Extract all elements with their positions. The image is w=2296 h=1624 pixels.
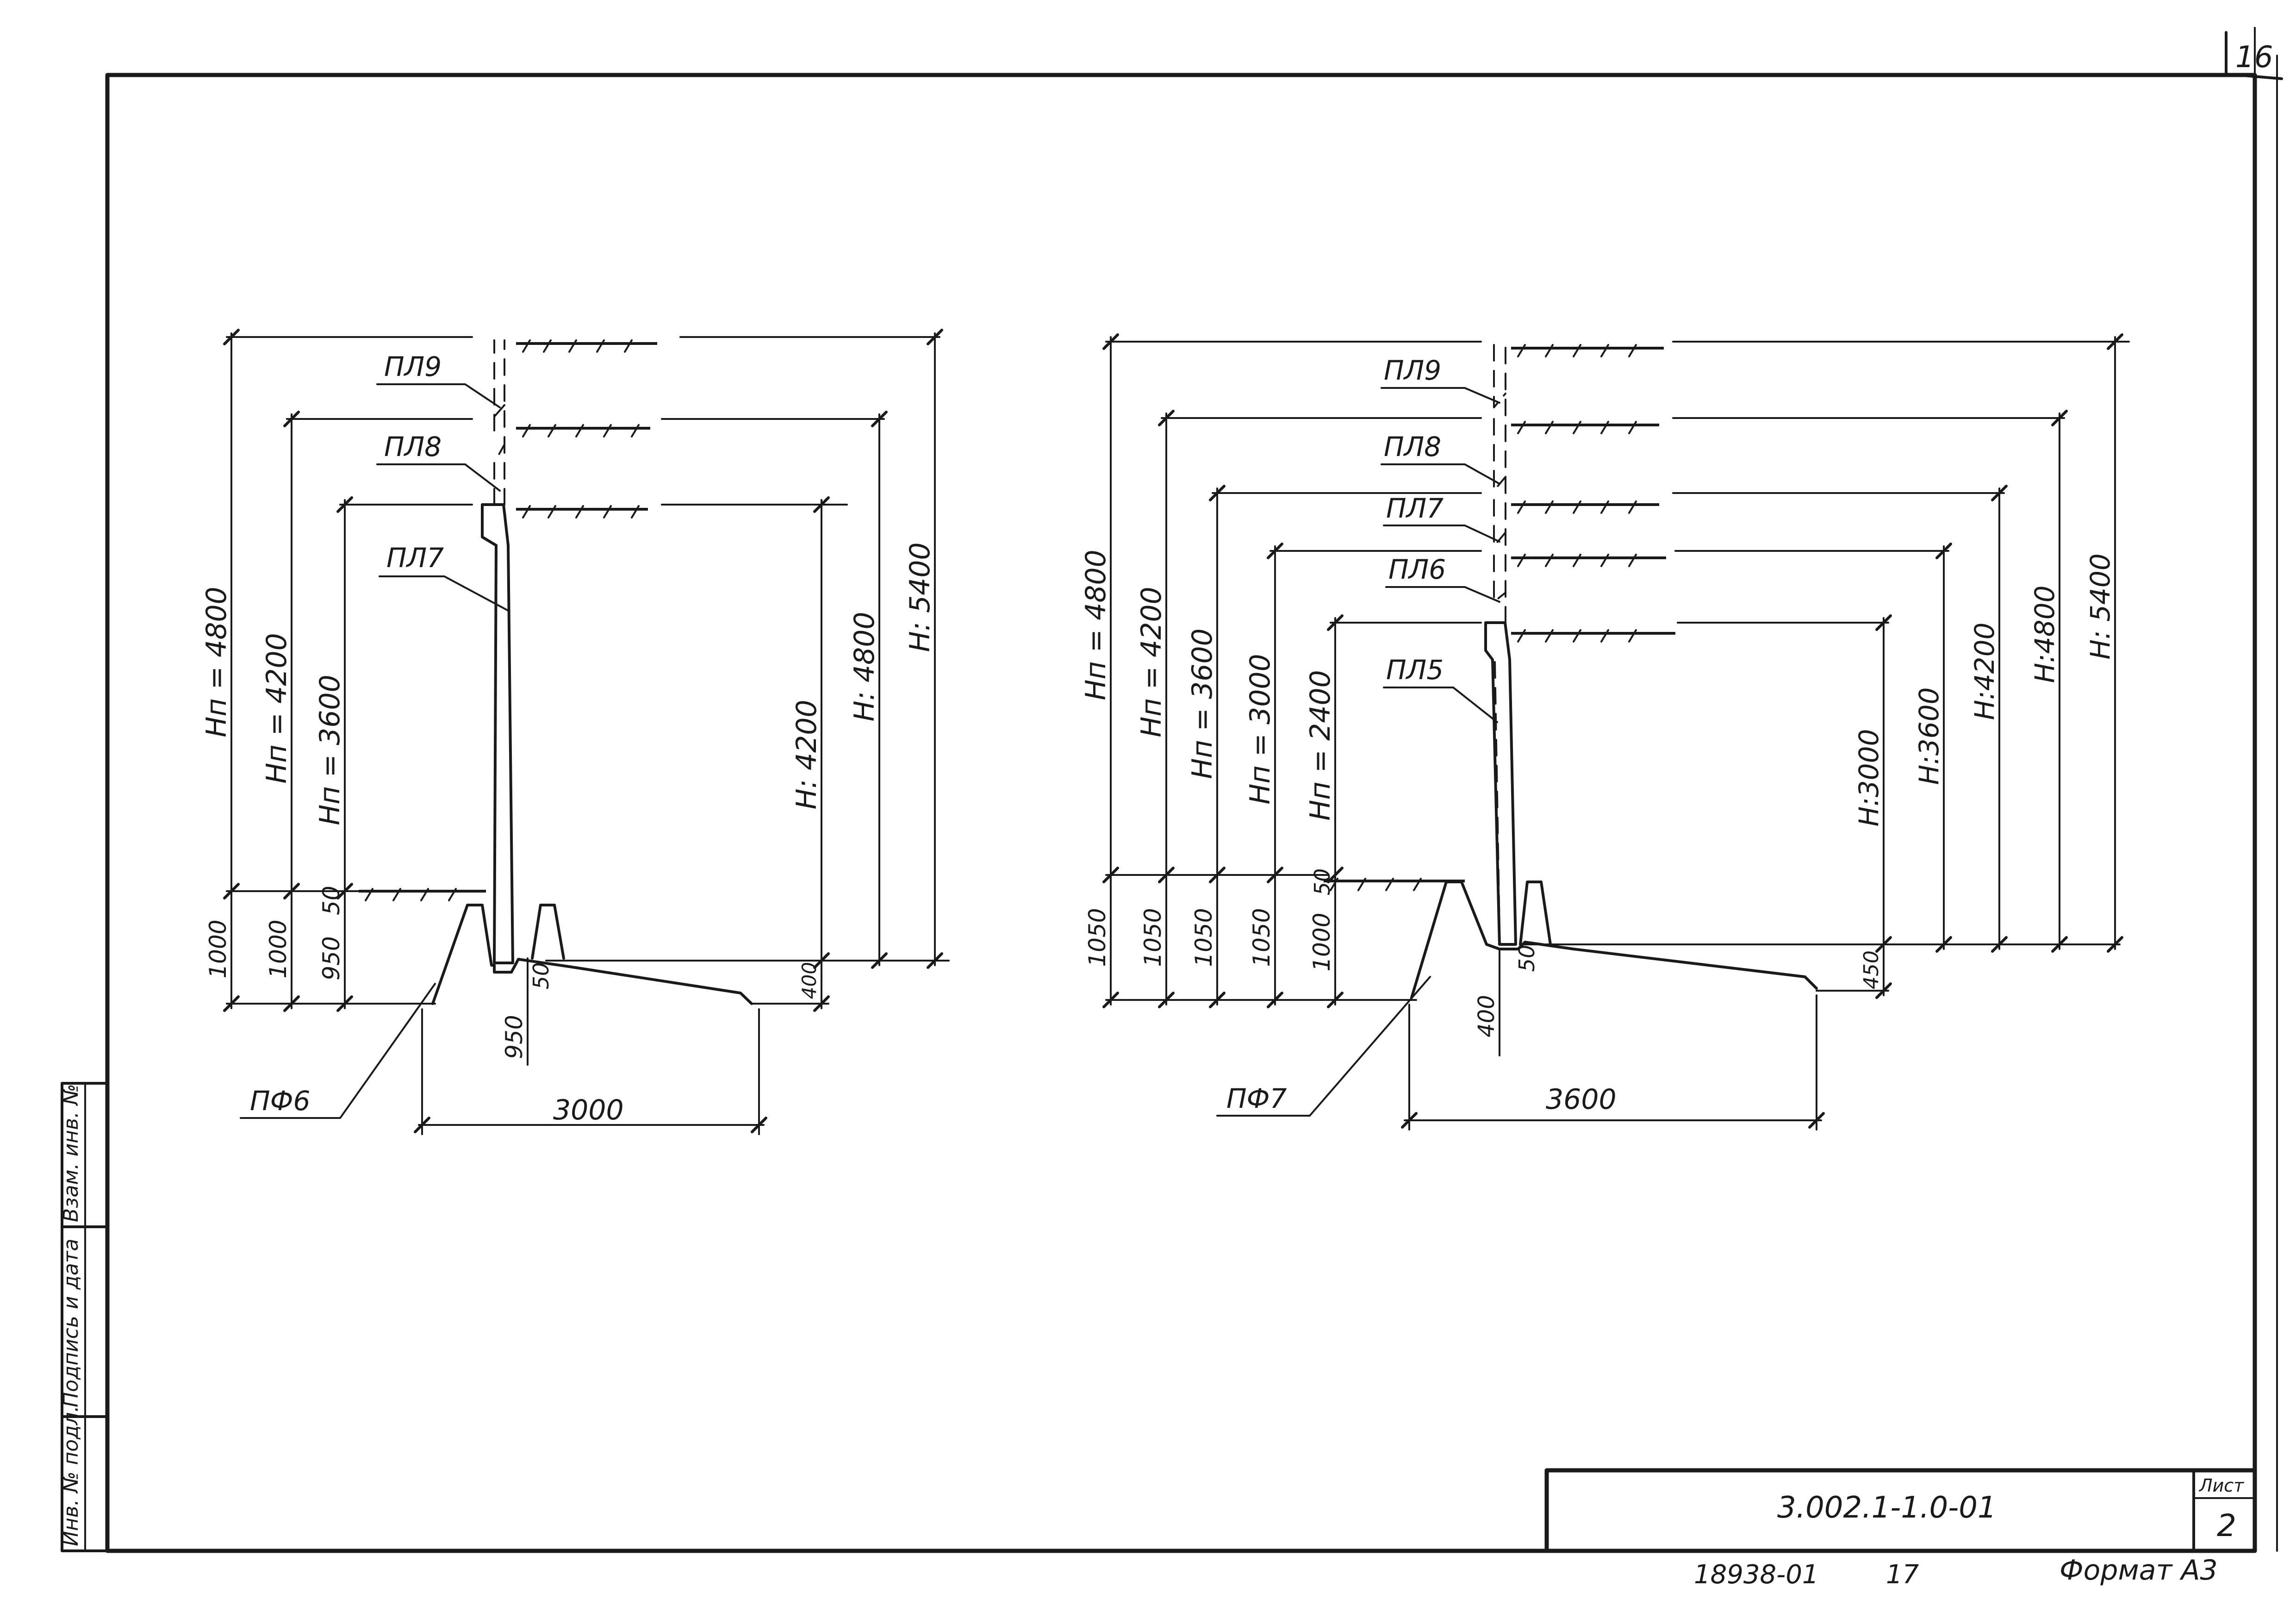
left-base-dim-3: 400 (798, 962, 821, 999)
left-bottom-dim-1: 1000 (205, 919, 231, 978)
right-h-dim-2: Н:3600 (1913, 687, 1945, 785)
left-h-dim-3: Н: 5400 (904, 542, 936, 652)
stamp-inventory-label: Инв. № подл. (59, 1405, 83, 1546)
right-bottom-dim-5: 1000 (1308, 912, 1335, 971)
right-bottom-dim-2: 1050 (1139, 908, 1166, 967)
sheet-corner-number: 16 (2235, 40, 2273, 75)
left-hn-dim-2: Нп = 4200 (261, 633, 293, 783)
left-width-dim: 3000 (553, 1094, 624, 1126)
stamp-signature-label: Подпись и дата (59, 1239, 83, 1407)
right-panel-label-3: ПЛ7 (1386, 493, 1444, 524)
stamp-replacement-label: Взам. инв. № (59, 1084, 83, 1222)
sheet-frame (105, 27, 2283, 1553)
right-h-dim-4: Н:4800 (2029, 586, 2060, 683)
left-h-dim-2: Н: 4800 (848, 612, 881, 721)
right-hn-dim-1: Нп = 4800 (1080, 550, 1112, 700)
right-hn-dim-3: Нп = 3600 (1186, 628, 1219, 779)
right-foundation-label: ПФ7 (1226, 1083, 1287, 1114)
format-label: Формат А3 (2060, 1554, 2218, 1587)
right-bottom-dim-3: 1050 (1190, 908, 1217, 967)
archive-number: 18938-01 (1694, 1560, 1819, 1590)
right-bottom-dim-6: 50 (1310, 868, 1335, 896)
left-bottom-dim-3: 950 (318, 936, 345, 980)
side-stamp (61, 1082, 109, 1552)
right-panel-label-4: ПЛ6 (1388, 554, 1446, 585)
left-base-dim-2: 50 (529, 962, 554, 990)
left-base-dim-1: 950 (501, 1015, 528, 1059)
right-panel-label-1: ПЛ9 (1384, 355, 1441, 386)
left-section-drawing (223, 329, 950, 1135)
title-block (1544, 1468, 2257, 1553)
right-section-drawing (1102, 333, 2130, 1131)
right-hn-dim-2: Нп = 4200 (1135, 587, 1168, 737)
left-h-dim-1: Н: 4200 (790, 700, 823, 809)
left-hn-dim-3: Нп = 3600 (314, 675, 346, 825)
left-panel-label-3: ПЛ7 (386, 542, 444, 574)
right-bottom-dim-1: 1050 (1084, 908, 1111, 967)
left-panel-label-1: ПЛ9 (384, 351, 442, 382)
right-h-dim-3: Н:4200 (1969, 623, 2000, 720)
left-bottom-dim-2: 1000 (265, 919, 292, 978)
sheet-number: 2 (2217, 1508, 2236, 1543)
document-designation: 3.002.1-1.0-01 (1777, 1491, 1997, 1525)
footer-page-number: 17 (1886, 1560, 1919, 1590)
sheet-label: Лист (2198, 1475, 2245, 1496)
right-hn-dim-5: Нп = 2400 (1304, 670, 1337, 820)
right-bottom-dim-4: 1050 (1248, 908, 1275, 967)
right-h-dim-1: Н:3000 (1853, 729, 1885, 827)
right-base-dim-3: 450 (1860, 950, 1883, 989)
left-hn-dim-1: Нп = 4800 (200, 587, 233, 737)
left-foundation-label: ПФ6 (250, 1085, 310, 1117)
right-base-dim-1: 400 (1474, 995, 1500, 1037)
right-panel-label-5: ПЛ5 (1386, 654, 1444, 686)
right-width-dim: 3600 (1546, 1083, 1617, 1116)
right-base-dim-2: 50 (1514, 945, 1539, 972)
left-panel-label-2: ПЛ8 (384, 431, 442, 462)
right-hn-dim-4: Нп = 3000 (1244, 654, 1276, 804)
right-panel-label-2: ПЛ8 (1384, 431, 1441, 462)
right-h-dim-5: Н: 5400 (2084, 553, 2116, 659)
left-bottom-dim-4: 50 (318, 886, 345, 915)
